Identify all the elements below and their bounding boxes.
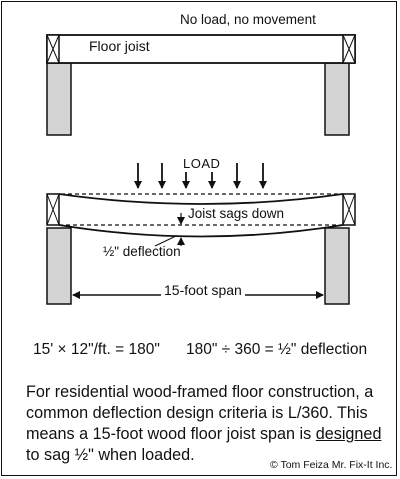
right-rim-x-top [342,34,356,64]
span-label: 15-foot span [161,283,245,297]
left-rim-x-bottom [46,193,60,226]
unloaded-joist-figure [46,34,356,136]
joist-sags-label: Joist sags down [188,206,285,221]
load-label: LOAD [183,156,221,171]
left-rim-x-top [46,34,60,64]
floor-joist-label: Floor joist [89,38,150,54]
deflection-equation: 180" ÷ 360 = ½" deflection [186,341,368,358]
sagged-joist-bottom [58,224,344,238]
deflection-label: ½" deflection [103,244,181,259]
copyright-credit: © Tom Feiza Mr. Fix-It Inc. [270,459,393,471]
note-text-start: For residential wood-framed floor constr… [26,383,374,443]
left-post-top [46,62,72,136]
load-arrows [134,163,267,189]
loaded-joist-figure [46,163,356,305]
right-post-bottom [324,227,350,305]
sagged-joist-top [58,193,344,205]
note-underlined-word: designed [315,425,382,443]
span-conversion-equation: 15' × 12"/ft. = 180" [33,341,160,358]
note-text-end: to sag ½" when loaded. [26,446,195,464]
right-rim-x-bottom [342,193,356,226]
explanation-note: For residential wood-framed floor constr… [26,382,386,466]
left-post-bottom [46,227,72,305]
deflection-leader [154,235,177,247]
right-post-top [324,62,350,136]
no-load-title: No load, no movement [180,12,316,27]
